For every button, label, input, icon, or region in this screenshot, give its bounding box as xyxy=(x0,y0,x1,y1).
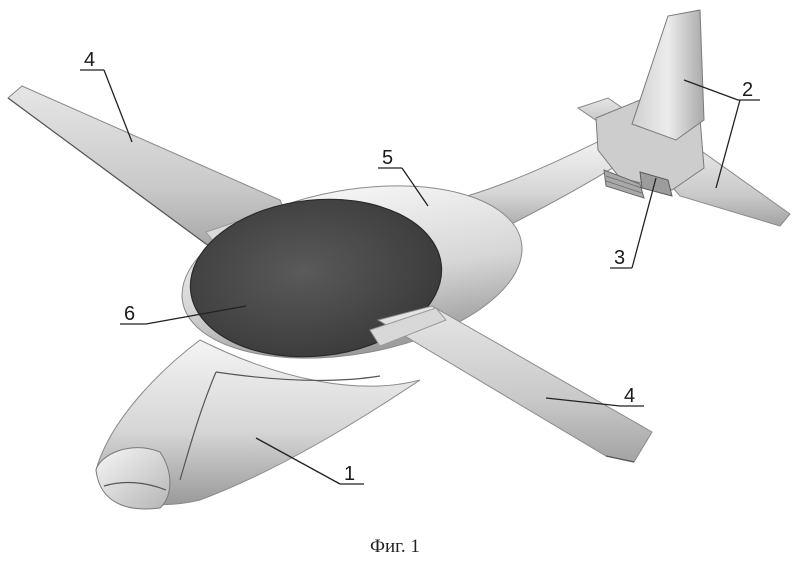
lift-fan-disc xyxy=(189,198,443,358)
callout-4-lower: 4 xyxy=(624,385,635,407)
vertical-fin xyxy=(631,9,705,141)
nose-cone xyxy=(95,447,171,510)
callout-1: 1 xyxy=(344,463,355,485)
figure-caption: Фиг. 1 xyxy=(370,536,420,557)
callout-6: 6 xyxy=(124,303,135,325)
fuselage xyxy=(95,339,421,506)
callout-labels: 4 2 3 5 6 4 1 xyxy=(84,49,753,485)
right-wing xyxy=(369,305,653,463)
callout-4-upper: 4 xyxy=(84,49,95,71)
callout-3: 3 xyxy=(614,247,625,269)
callout-2: 2 xyxy=(742,79,753,101)
leader-lines xyxy=(80,69,760,485)
callout-5: 5 xyxy=(382,147,393,169)
